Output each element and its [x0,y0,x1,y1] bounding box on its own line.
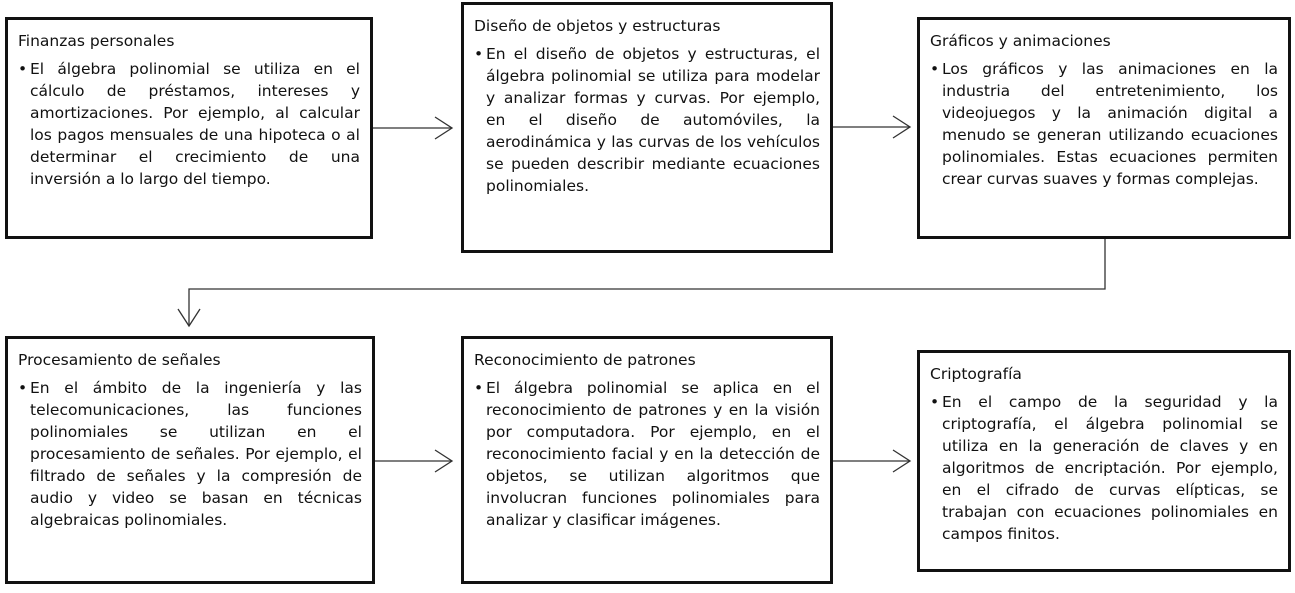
box-body: • En el campo de la seguridad y la cript… [930,391,1278,545]
bullet: • [18,379,28,397]
box-reconocimiento-patrones: Reconocimiento de patrones • El álgebra … [461,336,833,584]
box-text: Los gráficos y las animaciones en la ind… [942,60,1278,188]
bullet: • [930,60,940,78]
box-title: Procesamiento de señales [18,351,221,369]
box-text: En el diseño de objetos y estructuras, e… [486,45,820,195]
box-body: • En el diseño de objetos y estructuras,… [474,43,820,197]
box-text: En el ámbito de la ingeniería y las tele… [30,379,362,529]
box-finanzas-personales: Finanzas personales • El álgebra polinom… [5,17,373,239]
arrowhead-graficos-to-procesamiento [177,308,201,328]
bullet: • [930,393,940,411]
arrowhead-finanzas-to-diseno [434,116,454,140]
bullet: • [18,60,28,78]
box-title: Diseño de objetos y estructuras [474,17,721,35]
arrowhead-procesamiento-to-reconocimiento [434,449,454,473]
box-criptografia: Criptografía • En el campo de la segurid… [917,350,1291,572]
box-body: • El álgebra polinomial se aplica en el … [474,377,820,531]
box-text: En el campo de la seguridad y la criptog… [942,393,1278,543]
box-title: Finanzas personales [18,32,175,50]
box-text: El álgebra polinomial se utiliza en el c… [30,60,360,188]
box-procesamiento-senales: Procesamiento de señales • En el ámbito … [5,336,375,584]
bullet: • [474,45,484,63]
box-title: Gráficos y animaciones [930,32,1111,50]
arrowhead-reconocimiento-to-criptografia [892,449,912,473]
box-body: • En el ámbito de la ingeniería y las te… [18,377,362,531]
box-text: El álgebra polinomial se aplica en el re… [486,379,820,529]
bullet: • [474,379,484,397]
box-diseno-objetos: Diseño de objetos y estructuras • En el … [461,2,833,253]
box-body: • El álgebra polinomial se utiliza en el… [18,58,360,190]
box-graficos-animaciones: Gráficos y animaciones • Los gráficos y … [917,17,1291,239]
box-title: Criptografía [930,365,1022,383]
box-body: • Los gráficos y las animaciones en la i… [930,58,1278,190]
arrowhead-diseno-to-graficos [892,115,912,139]
box-title: Reconocimiento de patrones [474,351,696,369]
